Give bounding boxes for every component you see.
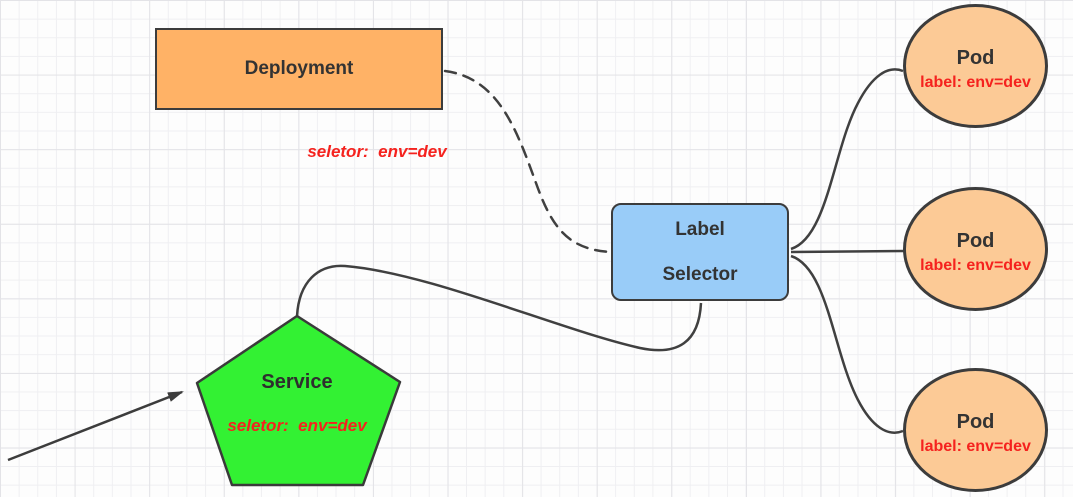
deployment-label: Deployment (244, 58, 354, 79)
pod-node-2[interactable]: Pod label: env=dev (903, 187, 1048, 311)
edge-selector-to-pod-3 (790, 254, 904, 434)
edge-deployment-to-selector (443, 69, 612, 254)
pod-3-label: label: env=dev (920, 437, 1031, 455)
label-selector-node[interactable]: Label Selector (611, 203, 789, 301)
service-selector-annotation: seletor: env=dev (227, 416, 367, 435)
label-selector-line2: Selector (662, 263, 738, 285)
edge-arrow-to-service (7, 390, 184, 462)
edge-selector-to-pod-2 (790, 249, 905, 254)
pod-1-label: label: env=dev (920, 73, 1031, 91)
deployment-selector-annotation: seletor: env=dev (307, 142, 447, 161)
pod-1-title: Pod (956, 46, 995, 69)
service-label: Service (261, 371, 333, 393)
pod-node-1[interactable]: Pod label: env=dev (903, 4, 1048, 128)
pod-2-label: label: env=dev (920, 256, 1031, 274)
label-selector-line1: Label (675, 218, 725, 240)
deployment-node[interactable]: Deployment (155, 28, 443, 110)
edge-selector-to-pod-1 (790, 68, 904, 251)
service-node[interactable] (195, 314, 402, 487)
pod-node-3[interactable]: Pod label: env=dev (903, 368, 1048, 492)
pod-2-title: Pod (956, 229, 995, 252)
pod-3-title: Pod (956, 410, 995, 433)
edge-service-to-selector (295, 264, 703, 352)
